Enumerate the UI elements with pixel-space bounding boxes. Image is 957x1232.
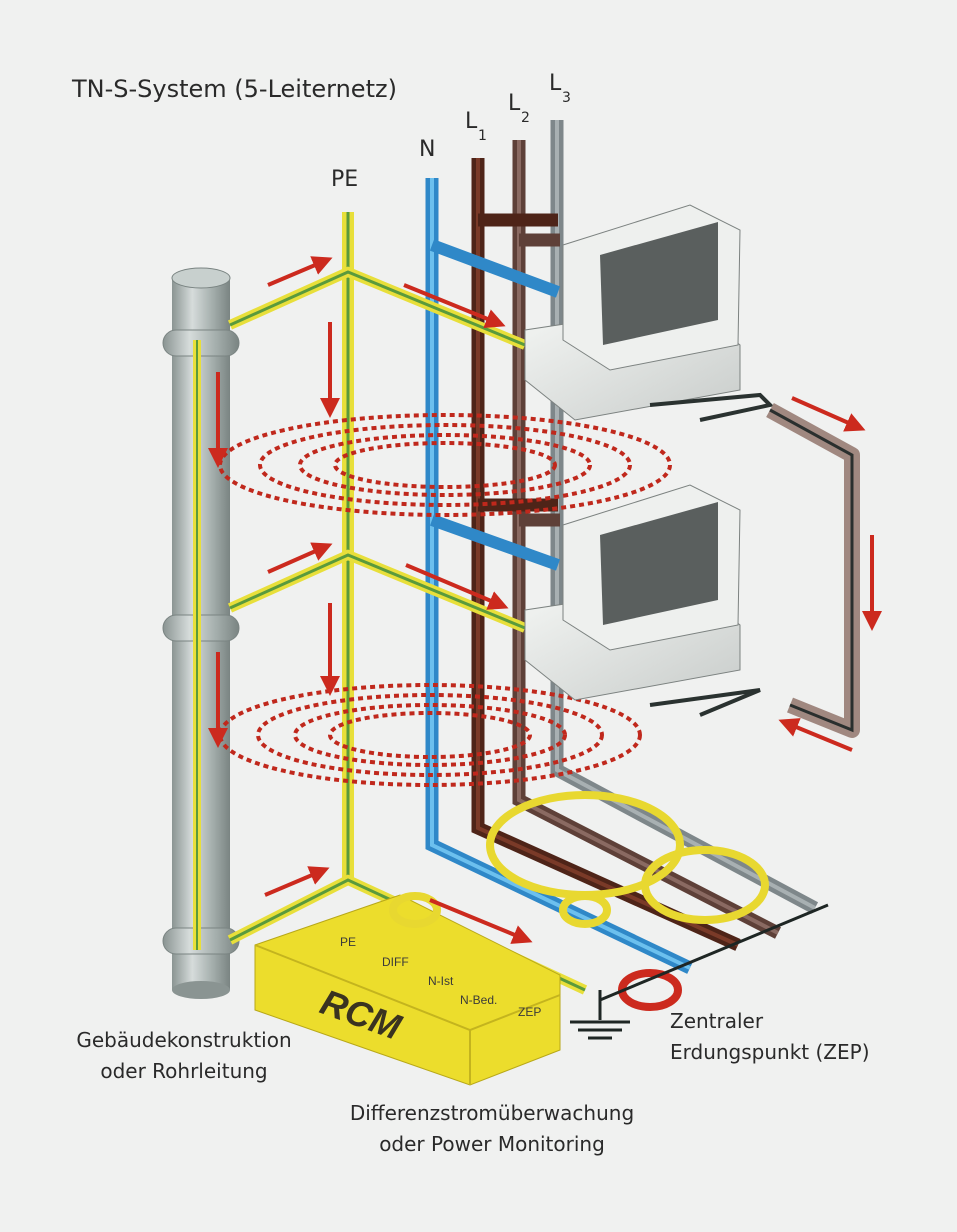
svg-text:L: L [465, 109, 478, 134]
magnetic-field-upper [218, 413, 672, 517]
svg-text:3: 3 [562, 90, 571, 106]
rcm-input-n-bed: N-Bed. [460, 993, 497, 1007]
ground-icon [570, 903, 829, 1040]
rcm-input-diff: DIFF [382, 955, 409, 969]
label-n: N [419, 137, 435, 162]
svg-text:L: L [549, 71, 562, 96]
label-l1: L 1 [465, 109, 487, 144]
svg-text:1: 1 [478, 128, 487, 144]
caption-zep: Zentraler Erdungspunkt (ZEP) [670, 1009, 870, 1064]
svg-text:oder Power Monitoring: oder Power Monitoring [379, 1132, 605, 1156]
rcm-device: RCM PE DIFF N-Ist N-Bed. ZEP [254, 894, 561, 1086]
current-transformer-icon [389, 791, 769, 928]
svg-text:Gebäudekonstruktion: Gebäudekonstruktion [76, 1028, 291, 1052]
label-l2: L 2 [508, 91, 530, 126]
arrow-icon [208, 256, 882, 944]
svg-text:oder Rohrleitung: oder Rohrleitung [100, 1059, 267, 1083]
svg-text:Zentraler: Zentraler [670, 1009, 764, 1033]
data-cable-loop [766, 402, 860, 738]
conductor-n [425, 178, 693, 974]
svg-text:L: L [508, 91, 521, 116]
magnetic-field-lower [218, 683, 642, 787]
label-l3: L 3 [549, 71, 571, 106]
conductor-l2 [512, 140, 781, 939]
svg-text:Differenzstromüberwachung: Differenzstromüberwachung [350, 1101, 634, 1125]
rcm-input-n-ist: N-Ist [428, 974, 454, 988]
computer-icon [524, 204, 775, 422]
caption-building: Gebäudekonstruktion oder Rohrleitung [76, 1028, 291, 1083]
caption-monitoring: Differenzstromüberwachung oder Power Mon… [350, 1101, 634, 1156]
rcm-input-zep: ZEP [518, 1005, 541, 1019]
svg-text:Erdungspunkt (ZEP): Erdungspunkt (ZEP) [670, 1040, 870, 1064]
label-pe: PE [331, 167, 358, 192]
diagram-title: TN-S-System (5-Leiternetz) [71, 75, 397, 103]
svg-text:2: 2 [521, 110, 530, 126]
computer-icon [524, 484, 761, 717]
rcm-input-pe: PE [340, 935, 356, 949]
building-pipe [162, 267, 240, 999]
